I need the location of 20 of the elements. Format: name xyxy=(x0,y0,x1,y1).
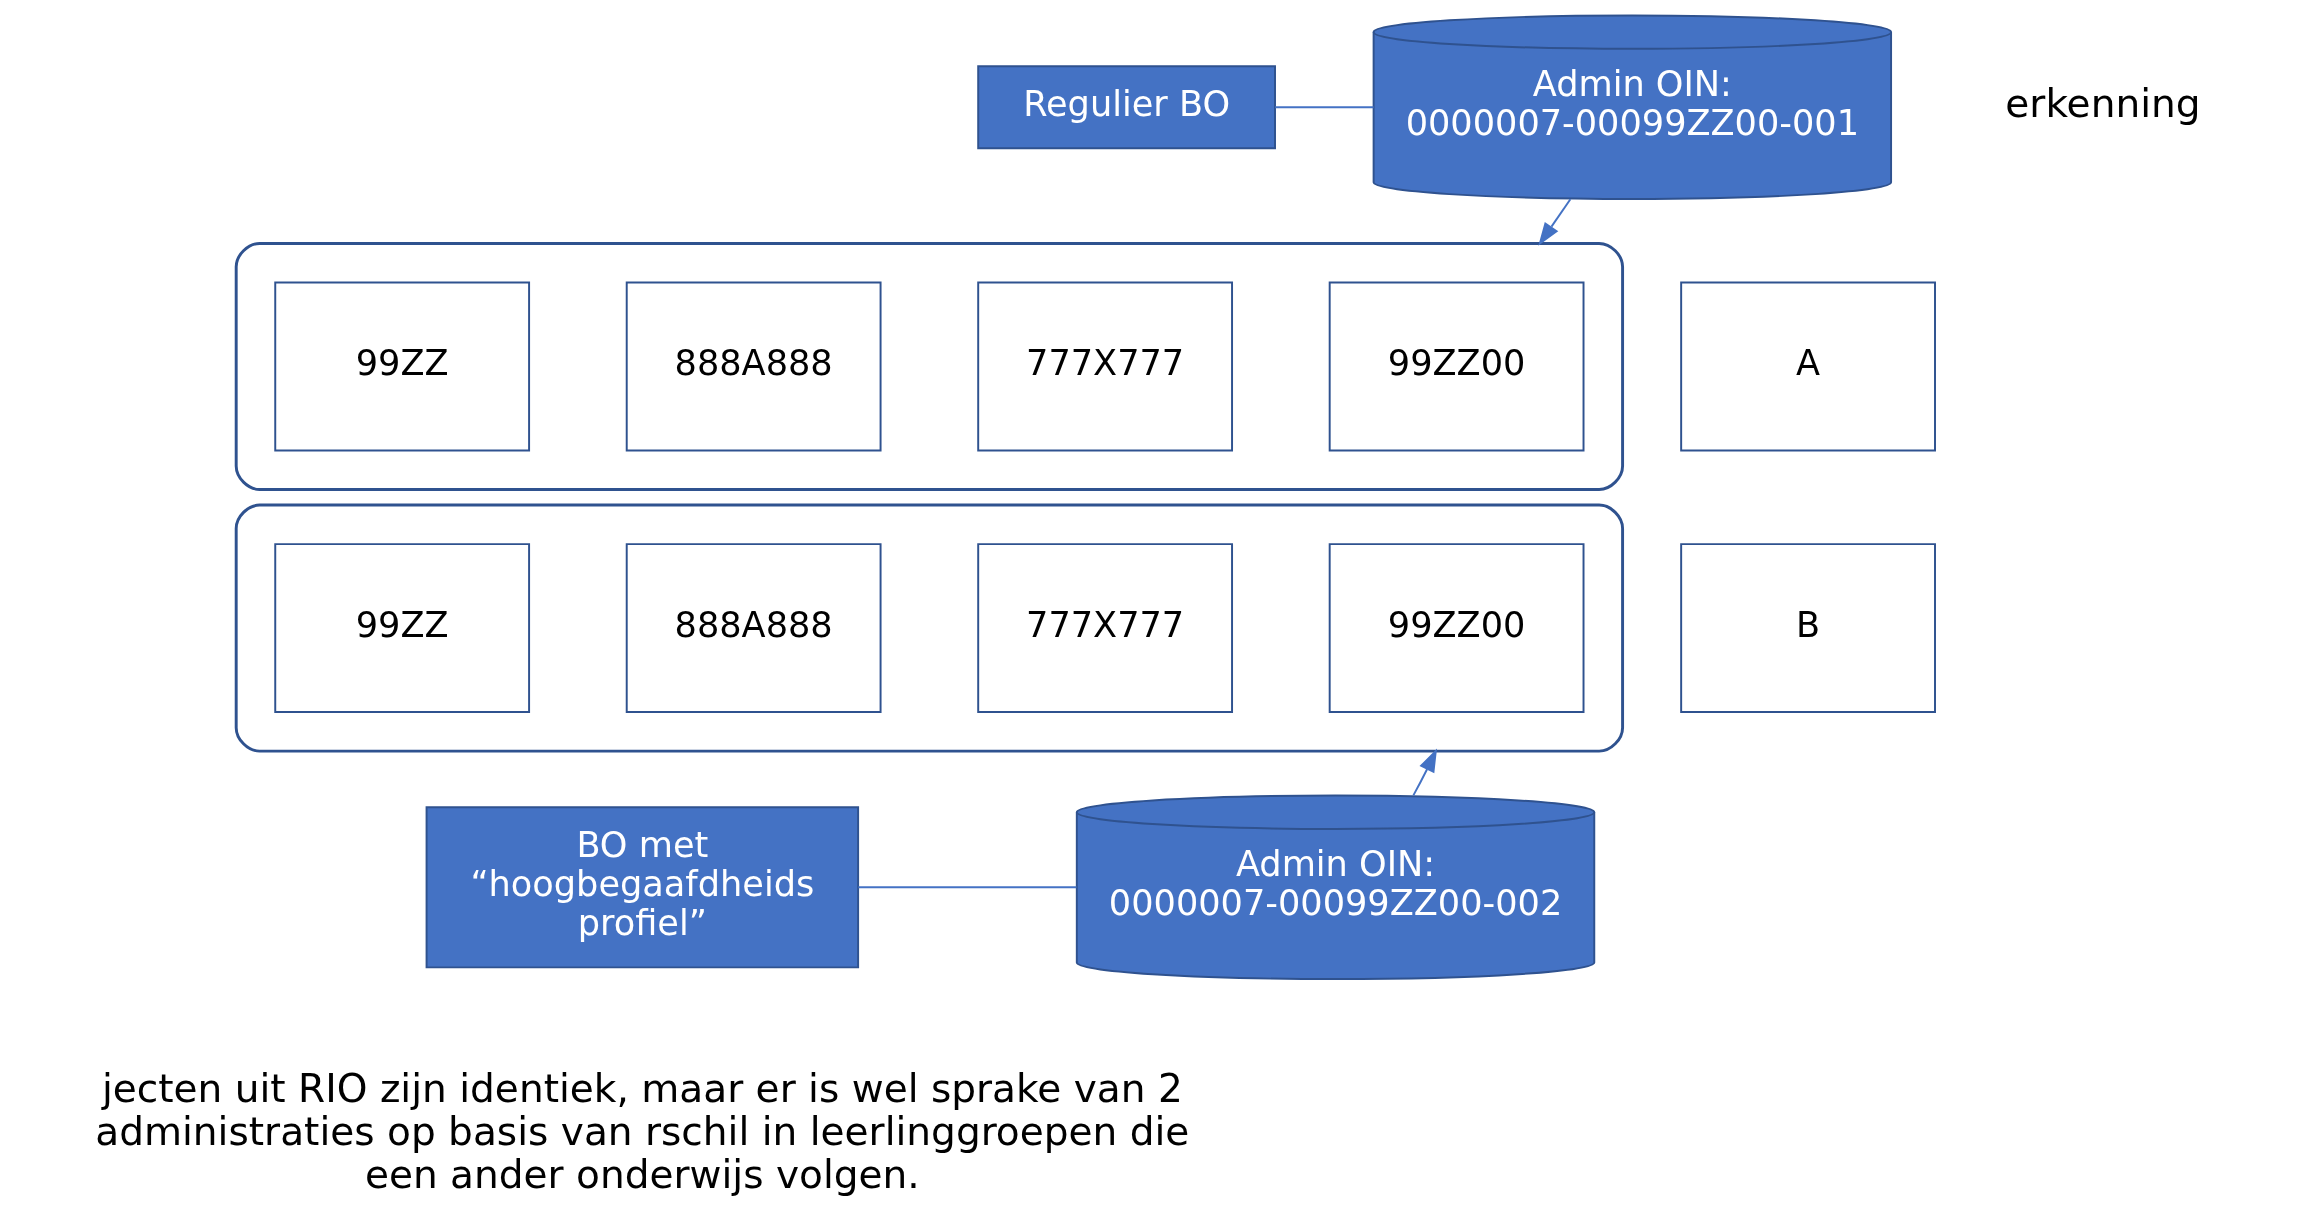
node-box: BO met “hoogbegaafdheids profiel” xyxy=(425,806,860,969)
node-box: 777X777 xyxy=(977,543,1234,714)
node-box: B xyxy=(1680,543,1936,714)
node-box: Regulier BO xyxy=(977,65,1276,150)
connector xyxy=(1274,106,1375,109)
arrow xyxy=(1412,748,1438,797)
connector xyxy=(857,886,1078,889)
label: erkenning xyxy=(2005,80,2201,126)
node-box: 99ZZ xyxy=(274,543,531,714)
cluster xyxy=(234,503,1625,753)
label: jecten uit RIO zijn identiek, maar er is wel sprake van 2 administraties op basis van rschil in leerlinggroepen die een ander onderwijs volgen. xyxy=(95,1065,1190,1197)
cluster xyxy=(234,241,1625,491)
node-box: 99ZZ00 xyxy=(1328,543,1585,714)
node-box: 777X777 xyxy=(977,281,1234,452)
node-box: 99ZZ xyxy=(274,281,531,452)
node-box: 888A888 xyxy=(625,281,882,452)
node-box: 888A888 xyxy=(625,543,882,714)
node-box: A xyxy=(1680,281,1936,452)
node-box: 99ZZ00 xyxy=(1328,281,1585,452)
arrow xyxy=(1538,198,1572,246)
